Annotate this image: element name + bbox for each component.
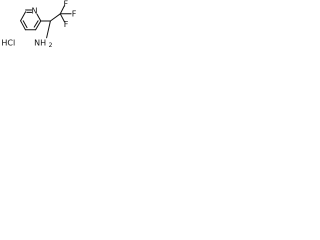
ring-bond	[35, 20, 42, 31]
cf3-bond-down	[59, 13, 65, 23]
ring-double-bond	[22, 20, 28, 29]
amine-label: NH 2	[34, 38, 53, 48]
carbon-to-amine-bond	[46, 20, 51, 39]
fluorine-label-top: F	[63, 0, 68, 8]
ring-bond	[20, 20, 26, 31]
salt-label: HCl	[1, 39, 15, 48]
carbon-to-cf3-bond	[49, 13, 61, 22]
ring-bond	[20, 11, 27, 22]
ring-nitrogen-label: N	[32, 7, 38, 16]
ring-bond	[36, 13, 42, 22]
molecule-diagram: N F F F NH 2 HCl	[1, 0, 77, 48]
fluorine-label-bottom: F	[64, 20, 69, 29]
fluorine-label-right: F	[72, 9, 77, 18]
cf3-bond-top	[59, 5, 65, 15]
bond-lines	[20, 5, 72, 39]
structure-canvas: N F F F NH 2 HCl	[0, 0, 106, 70]
amine-main-text: NH	[34, 38, 46, 47]
amine-subscript: 2	[49, 41, 53, 48]
ring-double-bond	[33, 20, 39, 28]
